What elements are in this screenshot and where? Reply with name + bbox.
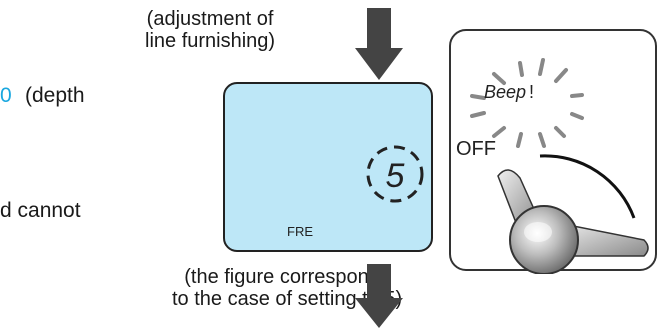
sound-burst-icon xyxy=(470,58,584,148)
figure-note-line1: (the figure corresponds xyxy=(184,266,390,288)
lcd-fre-label: FRE xyxy=(287,224,313,239)
depth-number: 0 xyxy=(0,84,12,107)
dial-scale-arc xyxy=(539,154,636,219)
down-arrow-icon xyxy=(355,264,403,328)
lcd-digit: 5 xyxy=(386,157,405,195)
lcd-display: 5 FRE xyxy=(223,82,433,252)
adjustment-note: (adjustment of line furnishing) xyxy=(145,8,275,52)
knob-pointer-right xyxy=(557,222,649,257)
digit-dashed-ring: 5 xyxy=(366,145,424,203)
adjustment-note-line1: (adjustment of xyxy=(146,8,274,30)
beep-label: Beep! xyxy=(484,82,534,103)
adjustment-note-line2: line furnishing) xyxy=(145,30,276,52)
knob-panel xyxy=(449,29,657,274)
figure-note: (the figure corresponds to the case of s… xyxy=(172,266,402,310)
depth-label: (depth xyxy=(25,84,85,107)
beep-exclaim: ! xyxy=(529,82,535,102)
figure-note-line2: to the case of setting to 5) xyxy=(172,288,403,310)
cannot-text: d cannot xyxy=(0,199,81,222)
beep-word: Beep xyxy=(484,82,527,102)
down-arrow-icon xyxy=(355,8,403,80)
off-label: OFF xyxy=(456,138,496,160)
